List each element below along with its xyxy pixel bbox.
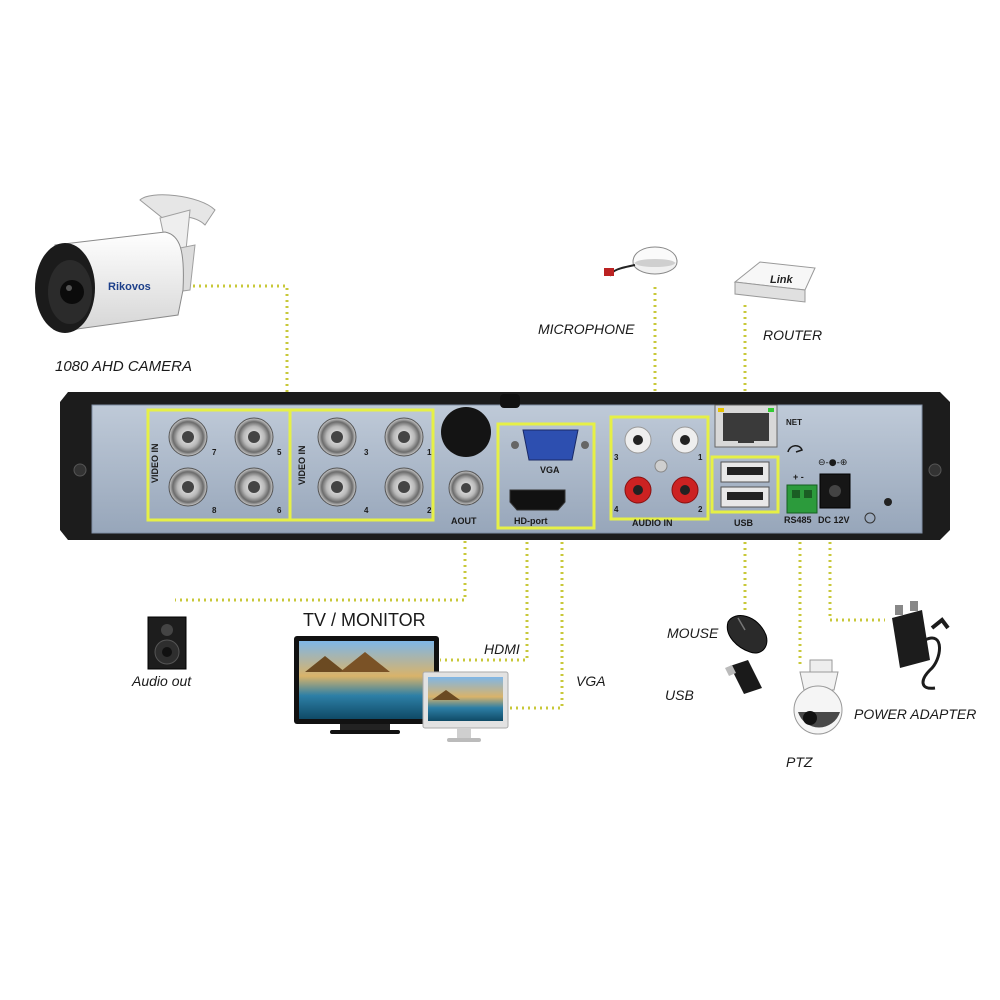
dc-polarity-icon: ⊖-●-⊕ bbox=[818, 458, 847, 468]
vga-label: VGA bbox=[576, 673, 606, 689]
port-number: 2 bbox=[427, 506, 432, 515]
usb-label: USB bbox=[665, 687, 694, 703]
power-adapter-image bbox=[892, 601, 950, 690]
hd-port-label: HD-port bbox=[514, 516, 548, 526]
dc12v-label: DC 12V bbox=[818, 515, 850, 525]
port-number: 3 bbox=[364, 448, 369, 457]
dvr-back-panel bbox=[60, 392, 950, 540]
net-label: NET bbox=[786, 418, 802, 427]
microphone-image bbox=[604, 246, 678, 277]
tv-monitor-label: TV / MONITOR bbox=[303, 610, 426, 630]
audio-in-ports: 3 1 4 2 AUDIO IN bbox=[609, 415, 710, 528]
audio-port-number: 1 bbox=[698, 453, 703, 462]
audio-in-label: AUDIO IN bbox=[632, 518, 673, 528]
camera-line bbox=[175, 284, 289, 410]
usb-stick-image bbox=[725, 660, 762, 694]
vga-port-label: VGA bbox=[540, 465, 560, 475]
camera-brand-label: Rikovos bbox=[108, 281, 151, 293]
vga-line bbox=[505, 530, 564, 710]
power-rs485-ports: + - RS485 ⊖-●-⊕ DC 12V bbox=[784, 458, 892, 525]
audio-out-line bbox=[175, 535, 467, 602]
video-in-right-label: VIDEO IN bbox=[297, 445, 307, 485]
power-adapter-label: POWER ADAPTER bbox=[854, 706, 976, 722]
router-brand-label: Link bbox=[770, 274, 793, 286]
aout-port: AOUT bbox=[441, 407, 491, 526]
hdmi-port bbox=[509, 489, 566, 511]
hdmi-label: HDMI bbox=[484, 641, 520, 657]
port-number: 7 bbox=[212, 448, 217, 457]
rs485-terminal bbox=[786, 484, 818, 514]
bullet-camera-image: Rikovos bbox=[35, 194, 216, 333]
port-number: 6 bbox=[277, 506, 282, 515]
usb-port-label: USB bbox=[734, 518, 754, 528]
router-label: ROUTER bbox=[763, 327, 822, 343]
video-in-left-label: VIDEO IN bbox=[150, 443, 160, 483]
rs485-label: RS485 bbox=[784, 515, 812, 525]
port-number: 1 bbox=[427, 448, 432, 457]
ptz-camera-image bbox=[793, 659, 843, 735]
mouse-symbol-icon bbox=[787, 445, 803, 453]
vga-port bbox=[522, 429, 579, 461]
power-line bbox=[828, 530, 885, 622]
port-number: 8 bbox=[212, 506, 217, 515]
speaker-image bbox=[147, 616, 187, 670]
microphone-label: MICROPHONE bbox=[538, 321, 635, 337]
net-usb-ports: NET USB bbox=[710, 404, 803, 528]
aout-label: AOUT bbox=[451, 516, 477, 526]
ground-icon bbox=[864, 512, 876, 524]
rs485-polarity-label: + - bbox=[793, 472, 804, 482]
audio-port-number: 4 bbox=[614, 505, 619, 514]
mouse-label: MOUSE bbox=[667, 625, 719, 641]
monitor-image bbox=[422, 671, 509, 742]
port-number: 4 bbox=[364, 506, 369, 515]
audio-port-number: 3 bbox=[614, 453, 619, 462]
audio-port-number: 2 bbox=[698, 505, 703, 514]
audio-out-label: Audio out bbox=[131, 673, 192, 689]
router-image: Link bbox=[733, 261, 816, 303]
tv-image bbox=[294, 636, 439, 734]
camera-label: 1080 AHD CAMERA bbox=[55, 358, 192, 375]
connection-lines bbox=[175, 284, 885, 710]
hdmi-line bbox=[440, 530, 529, 662]
ptz-label: PTZ bbox=[786, 754, 813, 770]
port-number: 5 bbox=[277, 448, 282, 457]
mouse-image bbox=[726, 615, 768, 654]
video-in-ports: VIDEO IN VIDEO IN 7 5 8 6 3 1 4 2 bbox=[146, 408, 435, 522]
video-out-ports: VGA HD-port bbox=[496, 422, 596, 530]
